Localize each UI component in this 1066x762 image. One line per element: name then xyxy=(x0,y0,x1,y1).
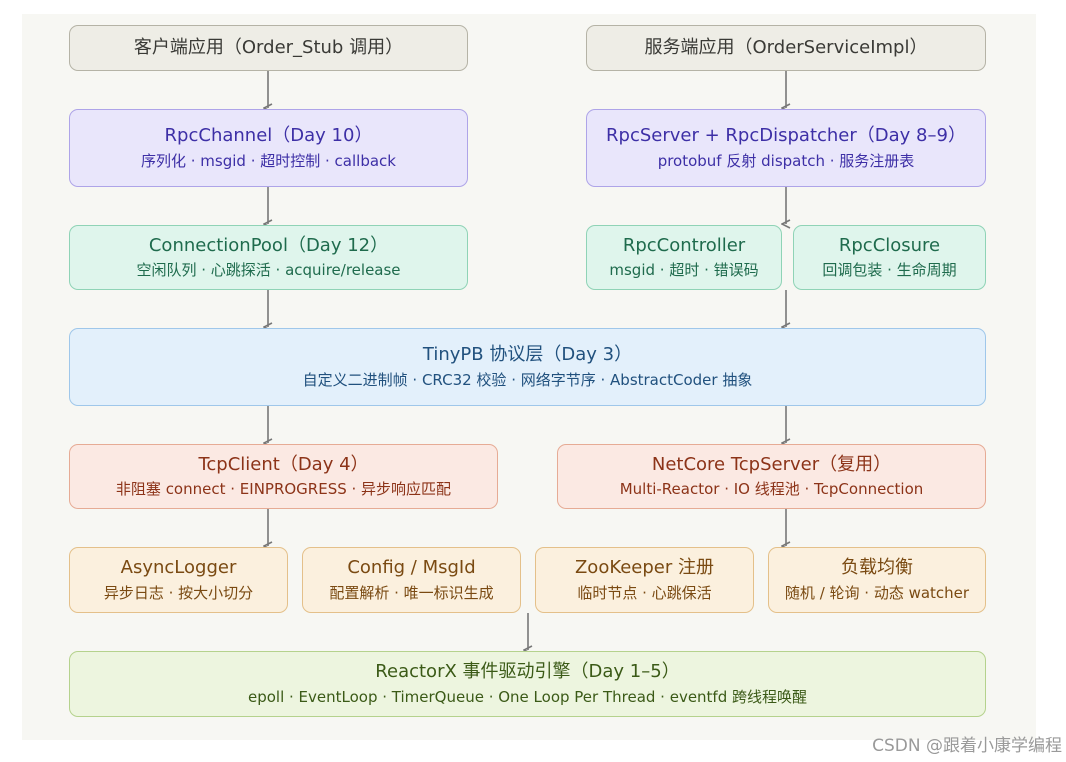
reactorx-title: ReactorX 事件驱动引擎（Day 1–5） xyxy=(375,661,680,682)
config-title: Config / MsgId xyxy=(347,557,476,578)
rpc-channel-box: RpcChannel（Day 10） 序列化 · msgid · 超时控制 · … xyxy=(69,109,468,187)
zookeeper-subtitle: 临时节点 · 心跳保活 xyxy=(577,583,712,602)
zookeeper-box: ZooKeeper 注册 临时节点 · 心跳保活 xyxy=(535,547,754,613)
rpc-controller-title: RpcController xyxy=(622,234,746,256)
async-logger-box: AsyncLogger 异步日志 · 按大小切分 xyxy=(69,547,288,613)
rpc-closure-title: RpcClosure xyxy=(838,234,941,256)
connection-pool-title: ConnectionPool（Day 12） xyxy=(148,234,389,256)
async-logger-title: AsyncLogger xyxy=(120,557,237,578)
connection-pool-subtitle: 空闲队列 · 心跳探活 · acquire/release xyxy=(136,261,401,279)
reactorx-subtitle: epoll · EventLoop · TimerQueue · One Loo… xyxy=(247,687,808,706)
rpc-server-title: RpcServer + RpcDispatcher（Day 8–9） xyxy=(606,125,966,146)
rpc-server-box: RpcServer + RpcDispatcher（Day 8–9） proto… xyxy=(586,109,986,187)
async-logger-subtitle: 异步日志 · 按大小切分 xyxy=(103,583,254,602)
tcp-client-subtitle: 非阻塞 connect · EINPROGRESS · 异步响应匹配 xyxy=(115,480,452,498)
tcp-server-subtitle: Multi-Reactor · IO 线程池 · TcpConnection xyxy=(619,480,924,498)
config-box: Config / MsgId 配置解析 · 唯一标识生成 xyxy=(302,547,521,613)
tinypb-subtitle: 自定义二进制帧 · CRC32 校验 · 网络字节序 · AbstractCod… xyxy=(302,370,753,389)
rpc-controller-subtitle: msgid · 超时 · 错误码 xyxy=(609,261,759,279)
rpc-controller-box: RpcController msgid · 超时 · 错误码 xyxy=(586,225,782,290)
tcp-server-title: NetCore TcpServer（复用） xyxy=(651,453,892,475)
tinypb-box: TinyPB 协议层（Day 3） 自定义二进制帧 · CRC32 校验 · 网… xyxy=(69,328,986,406)
tinypb-title: TinyPB 协议层（Day 3） xyxy=(422,344,633,365)
tcp-server-box: NetCore TcpServer（复用） Multi-Reactor · IO… xyxy=(557,444,986,509)
rpc-channel-title: RpcChannel（Day 10） xyxy=(164,125,373,146)
tcp-client-title: TcpClient（Day 4） xyxy=(198,453,369,475)
load-balance-title: 负载均衡 xyxy=(841,557,913,578)
client-app-title: 客户端应用（Order_Stub 调用） xyxy=(133,36,404,58)
server-app-box: 服务端应用（OrderServiceImpl） xyxy=(586,25,986,71)
server-app-title: 服务端应用（OrderServiceImpl） xyxy=(644,36,928,58)
config-subtitle: 配置解析 · 唯一标识生成 xyxy=(329,583,494,602)
watermark: CSDN @跟着小康学编程 xyxy=(872,736,1062,756)
rpc-server-subtitle: protobuf 反射 dispatch · 服务注册表 xyxy=(657,151,915,170)
client-app-box: 客户端应用（Order_Stub 调用） xyxy=(69,25,468,71)
rpc-channel-subtitle: 序列化 · msgid · 超时控制 · callback xyxy=(141,151,396,170)
tcp-client-box: TcpClient（Day 4） 非阻塞 connect · EINPROGRE… xyxy=(69,444,498,509)
connection-pool-box: ConnectionPool（Day 12） 空闲队列 · 心跳探活 · acq… xyxy=(69,225,468,290)
rpc-closure-subtitle: 回调包装 · 生命周期 xyxy=(822,261,957,279)
rpc-closure-box: RpcClosure 回调包装 · 生命周期 xyxy=(793,225,986,290)
zookeeper-title: ZooKeeper 注册 xyxy=(574,557,715,578)
load-balance-box: 负载均衡 随机 / 轮询 · 动态 watcher xyxy=(768,547,986,613)
reactorx-box: ReactorX 事件驱动引擎（Day 1–5） epoll · EventLo… xyxy=(69,651,986,717)
load-balance-subtitle: 随机 / 轮询 · 动态 watcher xyxy=(784,583,970,602)
